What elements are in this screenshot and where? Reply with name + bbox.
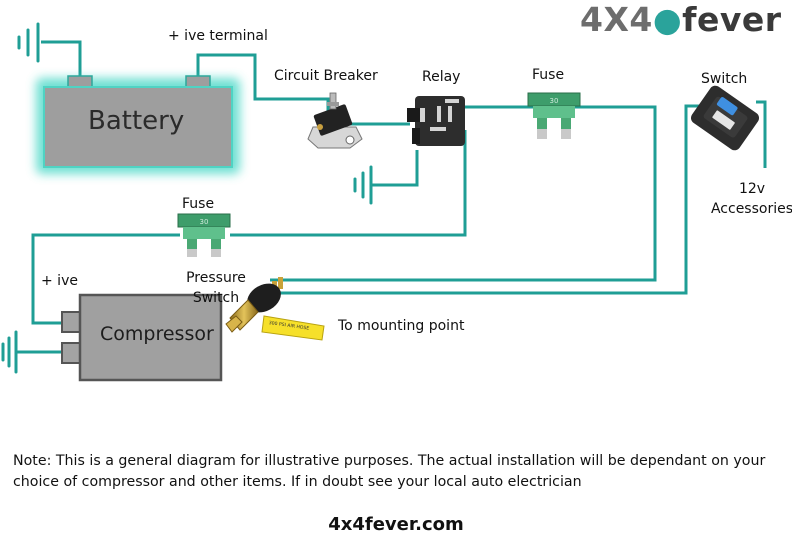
brand-logo: 4X4●fever [580, 0, 782, 39]
wire-pressure-to-switch [275, 104, 700, 295]
wires [16, 40, 767, 354]
fuse-top-label: Fuse [532, 67, 565, 83]
pressure-switch-label-line1: Pressure [186, 270, 246, 286]
circuit-breaker-label: Circuit Breaker [274, 68, 378, 84]
ground-symbol-battery [17, 22, 40, 63]
wire-battery-ground [41, 40, 82, 82]
rocker-switch-icon [690, 85, 760, 151]
plus-ive-terminal-label: + ive terminal [168, 28, 268, 44]
wire-fuse-top-to-pressure [270, 105, 657, 282]
pressure-switch-label-line2: Switch [192, 290, 240, 306]
circuit-breaker-icon [307, 92, 363, 149]
compressor-label: Compressor [100, 323, 214, 345]
relay-icon [407, 96, 465, 146]
battery [36, 75, 240, 174]
wire-fuse-left-to-compressor [31, 233, 180, 325]
ground-symbol-relay [353, 165, 373, 205]
ground-symbol-compressor [1, 330, 18, 374]
wire-relay-to-fuse-left [230, 130, 467, 237]
pressure-switch-icon [225, 277, 325, 341]
logo-text-4x4: 4X4 [580, 0, 653, 39]
fuse-left-icon: 30 [177, 213, 231, 257]
svg-text:30: 30 [550, 97, 559, 105]
logo-text-fever: fever [682, 0, 782, 39]
accessories-label-line1: 12v [738, 181, 766, 197]
wire-relay-ground [372, 150, 419, 187]
switch-label: Switch [701, 71, 748, 87]
compressor [61, 293, 223, 382]
logo-dot-icon: ● [652, 0, 683, 39]
wire-switch-to-accessories [756, 100, 767, 168]
fuse-top-icon: 30 [527, 92, 581, 139]
footer-url: 4x4fever.com [328, 514, 464, 535]
battery-label: Battery [88, 106, 185, 136]
mounting-point-label: To mounting point [338, 318, 465, 334]
fuse-left-label: Fuse [182, 196, 215, 212]
relay-label: Relay [422, 69, 461, 85]
plus-ive-label: + ive [41, 273, 78, 289]
svg-text:30: 30 [200, 218, 209, 226]
accessories-label-line2: Accessories [710, 201, 792, 217]
disclaimer-note: Note: This is a general diagram for illu… [13, 453, 766, 490]
